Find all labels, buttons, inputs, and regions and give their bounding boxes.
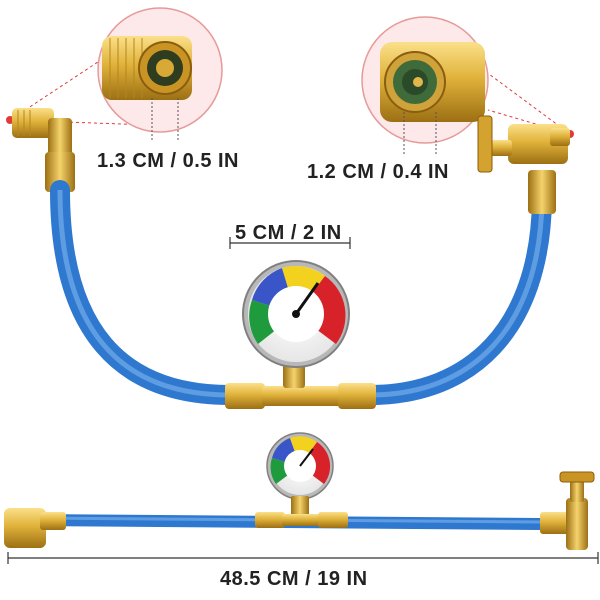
left-coupler-fitting [12, 108, 75, 192]
main-hose-left [50, 180, 240, 405]
left-callout [9, 7, 223, 140]
left-coupler-dimension-label: 1.3 CM / 0.5 IN [97, 150, 239, 172]
small-right-valve [540, 471, 595, 550]
gauge-needle [294, 282, 320, 315]
small-left-coupler [4, 508, 46, 548]
left-callout-line-2 [9, 119, 151, 126]
gauge-dimension-label: 5 CM / 2 IN [235, 222, 342, 244]
right-coupler-dimension-label: 1.2 CM / 0.4 IN [307, 161, 449, 183]
pressure-gauge [229, 237, 351, 368]
main-hose-right [360, 190, 552, 405]
small-gauge [266, 432, 334, 500]
gauge-tee-fitting [225, 358, 376, 409]
full-length-view [4, 432, 599, 564]
right-valve-fitting [477, 115, 570, 214]
right-callout [361, 16, 571, 155]
hose-length-dimension-label: 48.5 CM / 19 IN [220, 568, 368, 590]
